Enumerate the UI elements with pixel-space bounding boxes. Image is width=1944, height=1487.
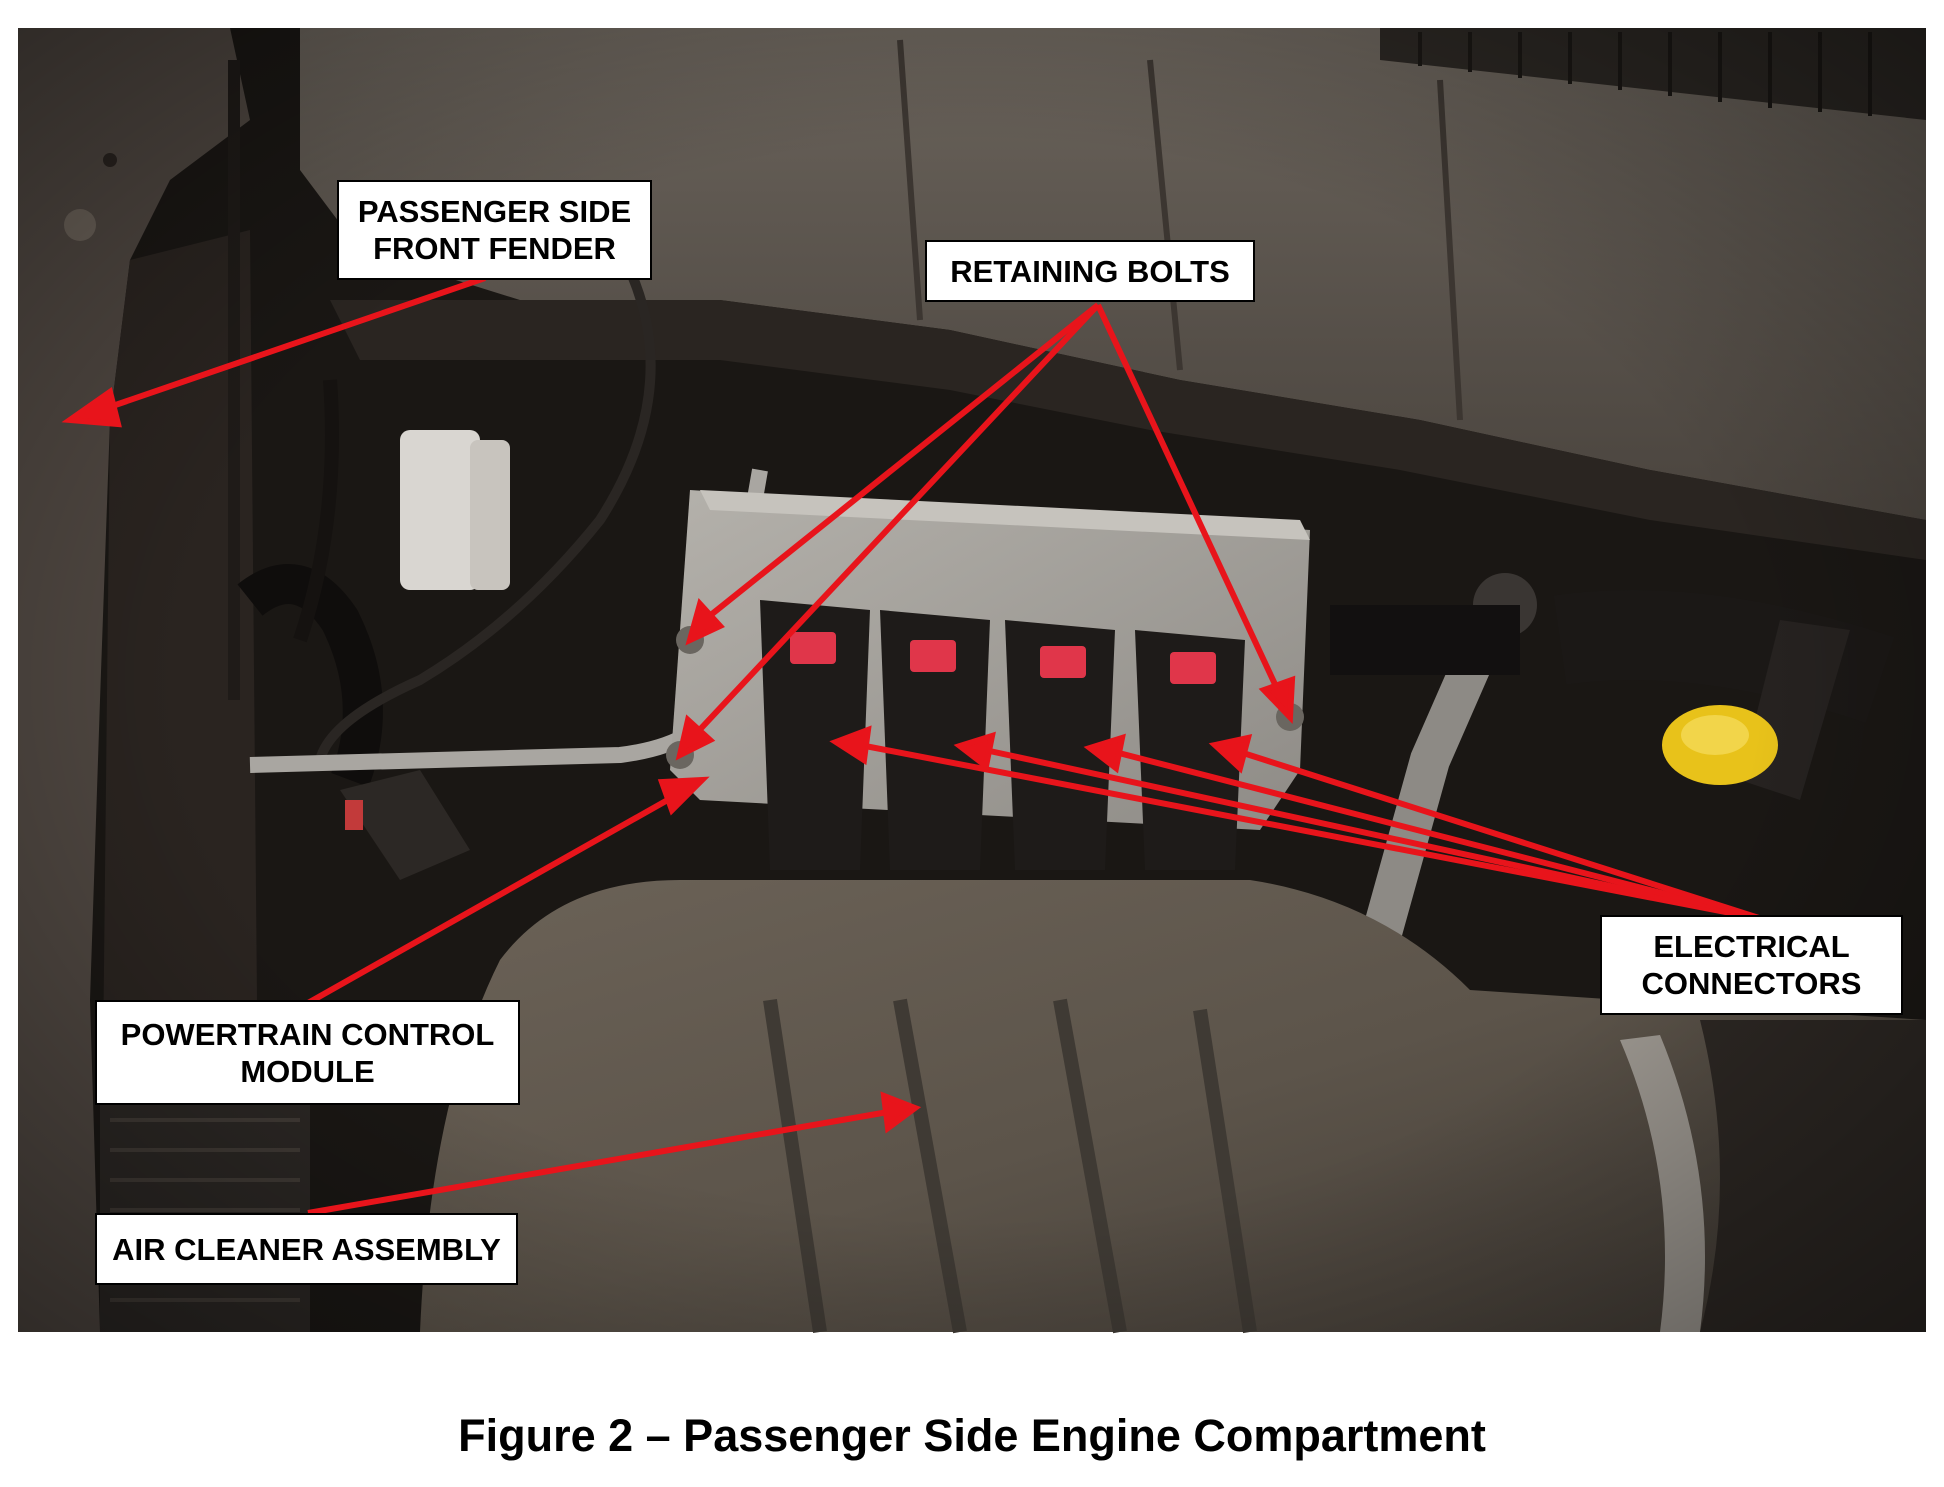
label-line-2: MODULE: [240, 1053, 375, 1089]
figure-caption: Figure 2 – Passenger Side Engine Compart…: [458, 1410, 1486, 1461]
label-line-1: AIR CLEANER ASSEMBLY: [112, 1231, 501, 1267]
label-line-2: CONNECTORS: [1641, 966, 1862, 1001]
label-retaining-bolts: RETAINING BOLTS: [925, 240, 1255, 302]
arrow-connector-4: [1208, 734, 1763, 922]
arrow-bolt-left-bottom: [675, 302, 1101, 761]
label-air-cleaner-assembly: AIR CLEANER ASSEMBLY: [95, 1213, 518, 1285]
arrow-connector-1: [829, 725, 1763, 922]
arrow-fender: [61, 275, 486, 428]
annotation-arrows: [61, 275, 1763, 1216]
arrow-connector-3: [1083, 733, 1763, 922]
label-line-1: POWERTRAIN CONTROL: [120, 1016, 495, 1052]
label-line-1: PASSENGER SIDE: [357, 194, 632, 229]
label-powertrain-control-module: POWERTRAIN CONTROL MODULE: [95, 1000, 520, 1105]
arrow-air-cleaner: [307, 1091, 922, 1216]
label-line-1: RETAINING BOLTS: [950, 253, 1230, 289]
arrow-pcm: [306, 776, 710, 1006]
photo-vignette: [18, 28, 1926, 1332]
arrow-bolt-right: [1095, 303, 1296, 725]
label-line-2: FRONT FENDER: [373, 231, 616, 266]
arrow-bolt-left-top: [685, 302, 1100, 646]
label-electrical-connectors: ELECTRICAL CONNECTORS: [1600, 915, 1903, 1015]
engine-photo: [18, 28, 1926, 1334]
label-line-1: ELECTRICAL: [1653, 929, 1850, 964]
arrow-connector-2: [953, 731, 1763, 922]
label-passenger-side-front-fender: PASSENGER SIDE FRONT FENDER: [337, 180, 652, 280]
